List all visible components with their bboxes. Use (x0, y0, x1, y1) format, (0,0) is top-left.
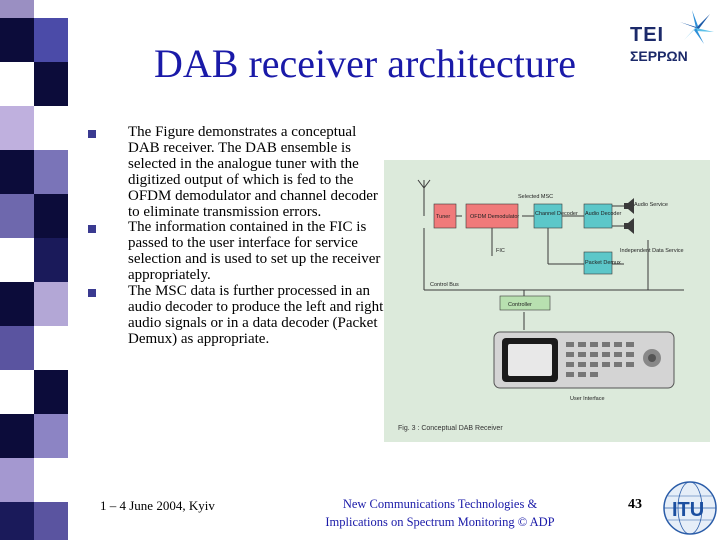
bullet-text: The Figure demonstrates a conceptual DAB… (128, 124, 378, 220)
user-interface-label: User Interface (570, 396, 605, 402)
strip-block (34, 0, 68, 18)
footer-course-line2: Implications on Spectrum Monitoring © AD… (325, 515, 555, 529)
bullet-text: The MSC data is further processed in an … (128, 283, 384, 347)
strip-block (34, 282, 68, 326)
strip-block (34, 106, 68, 150)
tei-serron-logo: TEI ΣΕΡΡΩΝ (628, 6, 718, 76)
radio-device-icon (493, 331, 675, 389)
packet-demux-label: Packet Demux (585, 260, 621, 266)
strip-block (0, 238, 34, 282)
footer-course-line1: New Communications Technologies & (342, 497, 538, 511)
channel-decoder-label: Channel Decoder (535, 211, 578, 217)
tuner-block (433, 203, 457, 229)
itu-logo-text: ITU (672, 499, 704, 521)
antenna-icon (417, 179, 431, 212)
bullet-square-icon (88, 289, 96, 298)
itu-globe-logo: ITU (663, 481, 717, 535)
fic-label: FIC (496, 248, 505, 254)
strip-block (0, 502, 34, 540)
strip-block (0, 282, 34, 326)
logo-text-tei: TEI (630, 24, 665, 46)
strip-block (0, 106, 34, 150)
strip-block (0, 458, 34, 502)
strip-block (34, 458, 68, 502)
strip-block (0, 370, 34, 414)
strip-block (0, 150, 34, 194)
strip-block (34, 370, 68, 414)
strip-block (34, 194, 68, 238)
bullet-square-icon (88, 130, 96, 138)
logo-text-serron: ΣΕΡΡΩΝ (630, 48, 688, 64)
strip-block (34, 62, 68, 106)
dab-receiver-figure: Tuner OFDM Demodulator Channel Decoder A… (384, 160, 710, 442)
bullet-item: The Figure demonstrates a conceptual DAB… (88, 124, 388, 220)
footer-course-title: New Communications Technologies & Implic… (290, 495, 590, 531)
strip-block (34, 238, 68, 282)
strip-block (0, 62, 34, 106)
bullet-list: The Figure demonstrates a conceptual DAB… (88, 124, 388, 348)
bullet-item: The MSC data is further processed in an … (88, 283, 388, 348)
independent-data-service-label: Independent Data Service (620, 248, 684, 254)
footer-date-place: 1 – 4 June 2004, Kyiv (100, 498, 215, 513)
audio-decoder-block (583, 203, 613, 229)
audio-decoder-label: Audio Decoder (585, 211, 622, 217)
control-bus-label: Control Bus (430, 282, 459, 288)
slide-title: DAB receiver architecture (154, 41, 576, 86)
strip-block (34, 414, 68, 458)
strip-block (0, 194, 34, 238)
tuner-label: Tuner (436, 214, 450, 220)
strip-block (34, 326, 68, 370)
strip-block (34, 150, 68, 194)
bullet-square-icon (88, 225, 96, 234)
dab-receiver-diagram: Tuner OFDM Demodulator Channel Decoder A… (398, 179, 684, 432)
strip-block (34, 502, 68, 540)
speaker-icon (624, 198, 634, 234)
strip-block (0, 414, 34, 458)
strip-block (0, 326, 34, 370)
controller-block (499, 295, 551, 311)
channel-decoder-block (533, 203, 563, 229)
star-burst-icon (680, 10, 714, 44)
ofdm-block (465, 203, 519, 229)
strip-block (0, 18, 34, 62)
left-decorative-strip (0, 0, 70, 540)
packet-demux-block (583, 251, 613, 275)
bullet-item: The information contained in the FIC is … (88, 220, 388, 284)
bullet-text: The information contained in the FIC is … (128, 219, 381, 284)
strip-block (34, 18, 68, 62)
audio-service-label: Audio Service (634, 202, 668, 208)
figure-caption: Fig. 3 : Conceptual DAB Receiver (398, 425, 503, 432)
controller-label: Controller (508, 302, 532, 308)
ofdm-label: OFDM Demodulator (470, 214, 519, 220)
selected-msc-label: Selected MSC (518, 194, 553, 200)
page-number: 43 (628, 497, 642, 512)
strip-block (0, 0, 34, 18)
